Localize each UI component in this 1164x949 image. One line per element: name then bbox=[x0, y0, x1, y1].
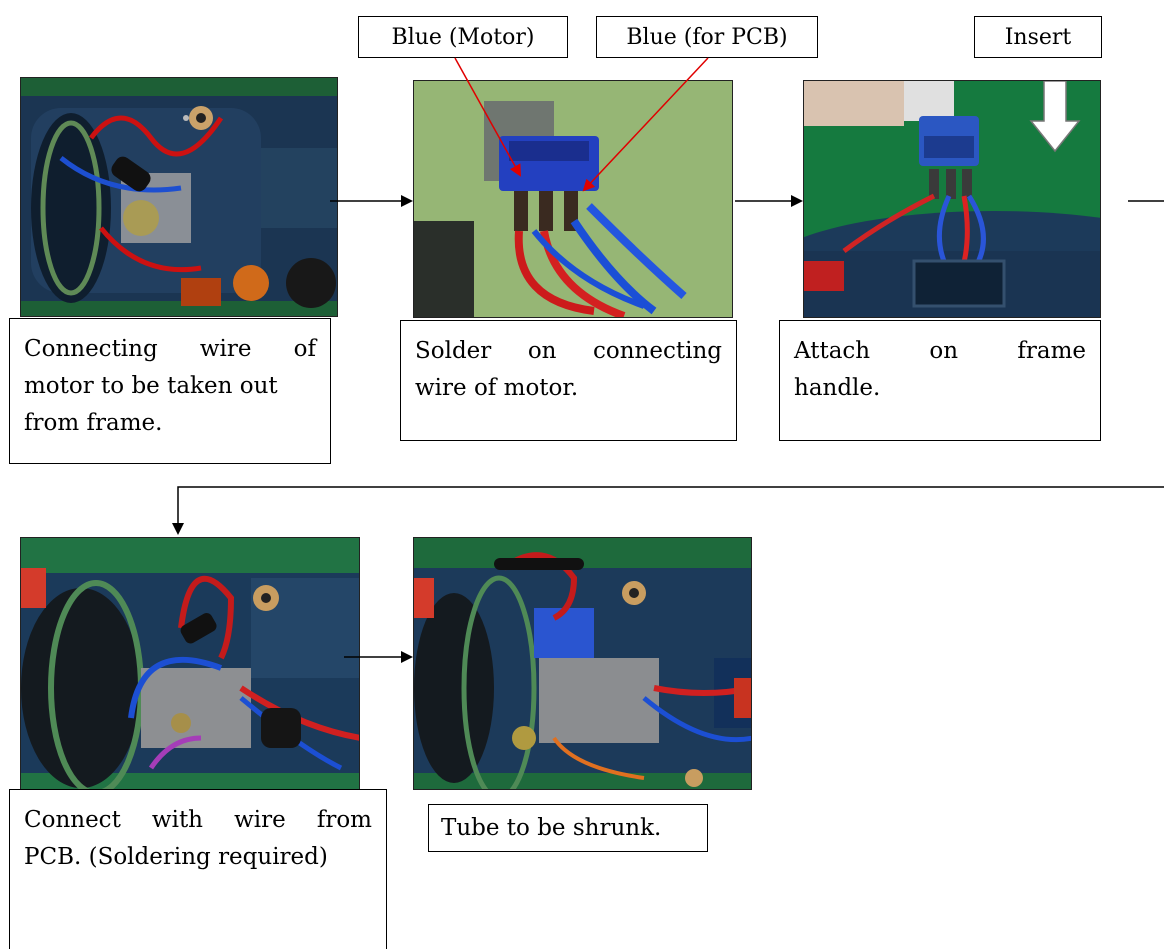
caption-step-5: Tube to be shrunk. bbox=[428, 804, 708, 852]
caption-step-2: Solder on connecting wire of motor. bbox=[400, 320, 737, 441]
photo-step-3-image bbox=[804, 81, 1100, 317]
caption-step-3-line-2: handle. bbox=[794, 375, 881, 401]
label-blue-pcb: Blue (for PCB) bbox=[596, 16, 818, 58]
caption-step-4-line-2: PCB. (Soldering required) bbox=[24, 844, 328, 870]
label-insert: Insert bbox=[974, 16, 1102, 58]
label-insert-text: Insert bbox=[1004, 24, 1072, 50]
caption-step-5-line-1: Tube to be shrunk. bbox=[441, 815, 662, 841]
photo-step-3 bbox=[803, 80, 1101, 318]
caption-step-2-line-1: Solder on connecting bbox=[415, 338, 722, 364]
caption-step-4-line-1: Connect with wire from bbox=[24, 807, 372, 833]
photo-step-5 bbox=[413, 537, 752, 790]
arrow-wrap-to-step-4 bbox=[172, 486, 1164, 535]
photo-step-4-image bbox=[21, 538, 359, 789]
caption-step-4: Connect with wire from PCB. (Soldering r… bbox=[9, 789, 387, 949]
pointer-blue-pcb bbox=[582, 57, 709, 192]
label-blue-motor: Blue (Motor) bbox=[358, 16, 568, 58]
label-blue-pcb-text: Blue (for PCB) bbox=[626, 24, 788, 50]
photo-step-2-image bbox=[414, 81, 732, 317]
label-blue-motor-text: Blue (Motor) bbox=[391, 24, 535, 50]
photo-step-1-image bbox=[21, 78, 337, 316]
caption-step-2-line-2: wire of motor. bbox=[415, 375, 579, 401]
pointer-blue-motor bbox=[454, 57, 521, 177]
caption-step-1-line-3: from frame. bbox=[24, 410, 163, 436]
caption-step-1-line-2: motor to be taken out bbox=[24, 373, 278, 399]
caption-step-3-line-1: Attach on frame bbox=[794, 338, 1086, 364]
caption-step-3: Attach on frame handle. bbox=[779, 320, 1101, 441]
photo-step-4 bbox=[20, 537, 360, 790]
caption-step-1-line-1: Connecting wire of bbox=[24, 336, 316, 362]
caption-step-1: Connecting wire of motor to be taken out… bbox=[9, 318, 331, 464]
photo-step-1 bbox=[20, 77, 338, 317]
photo-step-2 bbox=[413, 80, 733, 318]
photo-step-5-image bbox=[414, 538, 751, 789]
